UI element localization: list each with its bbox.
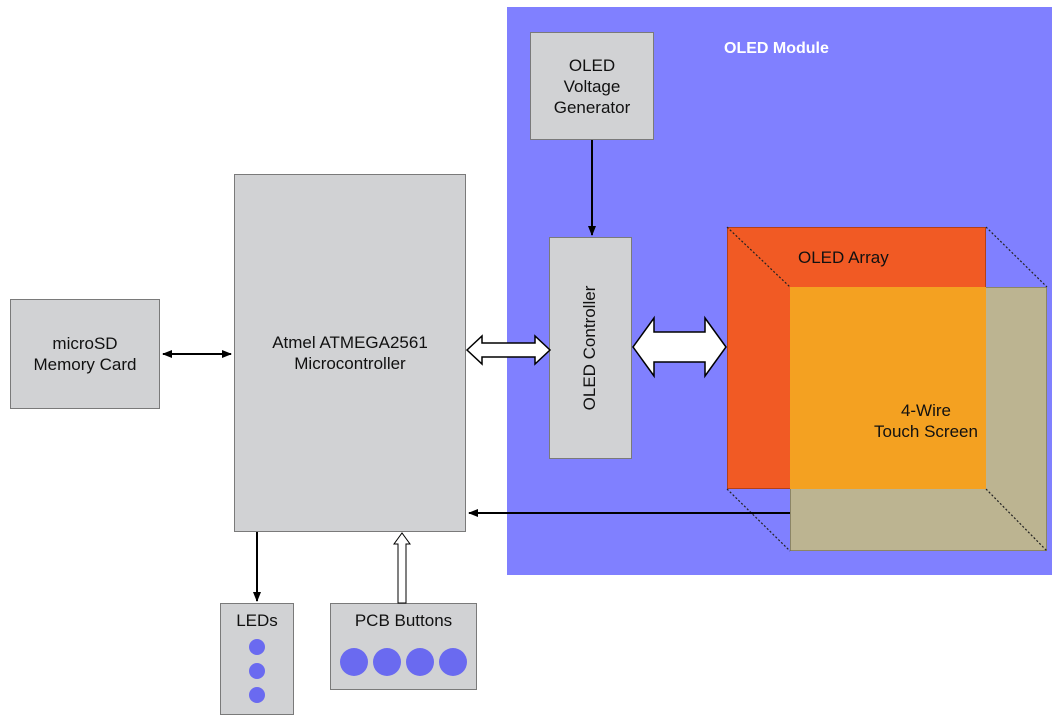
oled-touch-overlap — [790, 287, 986, 489]
voltage-generator-label: OLED Voltage Generator — [553, 55, 631, 117]
microcontroller-block: Atmel ATMEGA2561 Microcontroller — [234, 174, 466, 532]
pcb-button — [406, 648, 434, 676]
oled-controller-block — [549, 237, 632, 459]
microsd-block: microSD Memory Card — [10, 299, 160, 409]
microcontroller-label: Atmel ATMEGA2561 Microcontroller — [272, 333, 428, 373]
buttons-to-mcu-arrow — [393, 532, 411, 604]
led-indicator — [249, 663, 265, 679]
led-indicator — [249, 639, 265, 655]
microsd-label: microSD Memory Card — [33, 334, 137, 374]
voltage-generator-block: OLED Voltage Generator — [530, 32, 654, 140]
leds-label: LEDs — [236, 611, 278, 630]
pcb-button — [439, 648, 467, 676]
oled-array-label: OLED Array — [798, 248, 889, 267]
depth-edges — [726, 226, 1048, 552]
pcb-buttons-label: PCB Buttons — [354, 611, 453, 630]
controller-array-bus-arrow — [632, 315, 727, 379]
pcb-button — [340, 648, 368, 676]
oled-module-label: OLED Module — [724, 40, 829, 57]
mcu-controller-bus-arrow — [465, 334, 552, 366]
touch-screen-label: 4-Wire Touch Screen — [874, 401, 978, 441]
pcb-button — [373, 648, 401, 676]
led-indicator — [249, 687, 265, 703]
